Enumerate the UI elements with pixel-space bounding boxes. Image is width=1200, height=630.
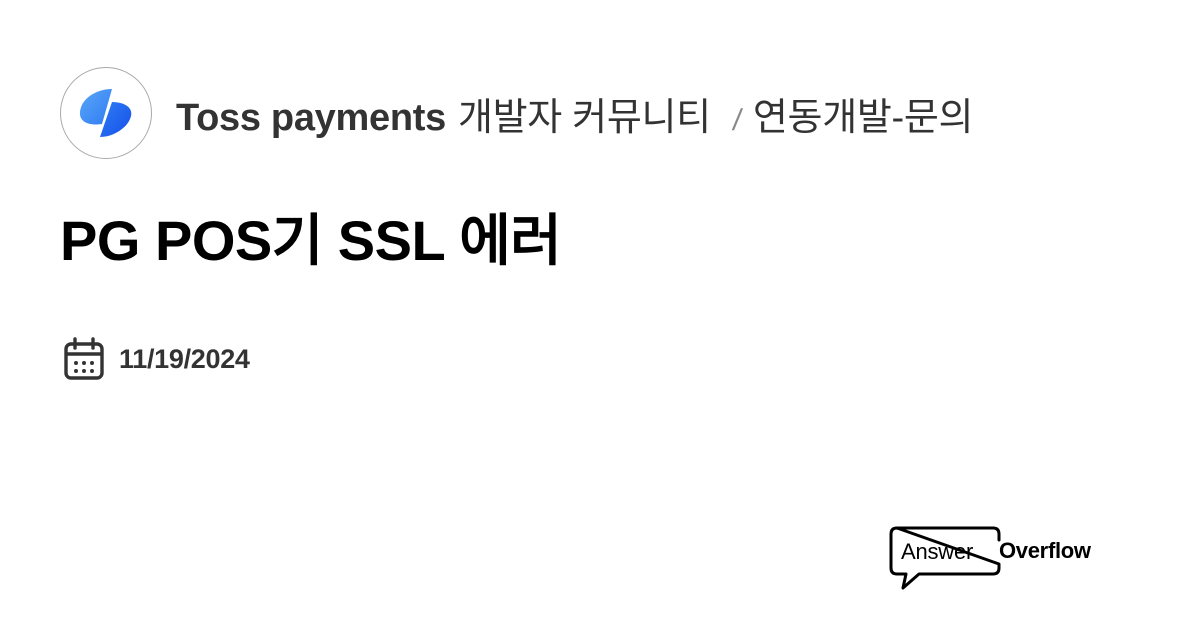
date-text: 11/19/2024	[119, 343, 250, 374]
calendar-icon	[64, 337, 104, 380]
channel-name[interactable]: 연동개발-문의	[752, 96, 974, 139]
community-logo[interactable]	[60, 67, 152, 159]
post-date: 11/19/2024	[63, 337, 250, 381]
answer-overflow-logo[interactable]: Answer Overflow	[889, 526, 1091, 590]
page-title: PG POS기 SSL 에러	[60, 209, 562, 272]
speech-bubble-icon	[889, 526, 1001, 590]
brand-overflow: Overflow	[999, 538, 1091, 563]
speech-bubble: Answer	[889, 526, 1001, 590]
toss-payments-logo-icon	[79, 89, 132, 137]
breadcrumb-separator: /	[730, 103, 744, 137]
breadcrumb: Toss payments 개발자 커뮤니티 / 연동개발-문의	[176, 86, 974, 141]
brand-name[interactable]: Toss payments	[176, 96, 446, 139]
brand-answer: Answer	[901, 539, 974, 564]
community-name[interactable]: 개발자 커뮤니티	[457, 96, 711, 139]
header: Toss payments 개발자 커뮤니티 / 연동개발-문의	[60, 67, 974, 159]
